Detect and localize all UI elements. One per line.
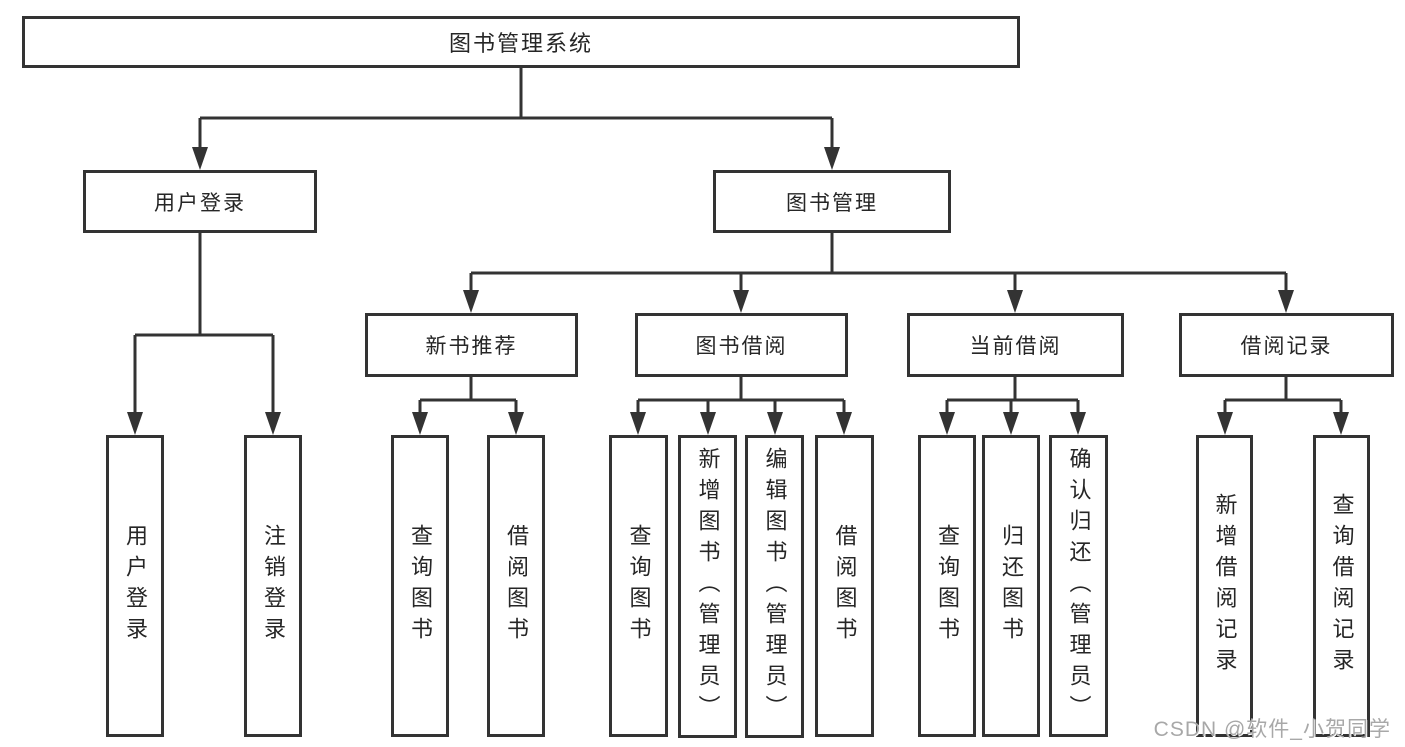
connector-book-management-branch: [469, 233, 1288, 293]
arrowheads: [127, 147, 1349, 435]
node-borrow-records: 借阅记录: [1179, 313, 1394, 377]
leaf-confirm-return-admin: 确认归还（管理员）: [1049, 435, 1108, 737]
leaf-return-book: 归还图书: [982, 435, 1040, 737]
leaf-confirm-return-admin-label: 确认归还（管理员）: [1066, 446, 1092, 726]
leaf-add-borrow-record: 新增借阅记录: [1196, 435, 1253, 737]
connector-new-book-branch: [418, 377, 518, 415]
leaf-add-book-admin-label: 新增图书（管理员）: [695, 447, 721, 726]
node-root: 图书管理系统: [22, 16, 1020, 68]
leaf-user-login-label: 用户登录: [123, 524, 148, 648]
node-book-management: 图书管理: [713, 170, 951, 233]
node-borrow-records-label: 借阅记录: [1240, 335, 1333, 358]
connector-user-login-branch: [133, 233, 275, 415]
leaf-add-borrow-record-label: 新增借阅记录: [1212, 493, 1238, 679]
node-root-label: 图书管理系统: [448, 31, 593, 56]
node-book-management-label: 图书管理: [786, 191, 878, 215]
node-current-borrow: 当前借阅: [907, 313, 1124, 377]
leaf-query-books-recommend: 查询图书: [391, 435, 449, 737]
leaf-query-borrow-record-label: 查询借阅记录: [1329, 493, 1355, 679]
leaf-query-books-borrow-label: 查询图书: [626, 524, 652, 648]
leaf-add-book-admin: 新增图书（管理员）: [678, 435, 737, 738]
node-user-login-label: 用户登录: [154, 191, 246, 215]
leaf-user-login: 用户登录: [106, 435, 164, 737]
leaf-logout-label: 注销登录: [261, 524, 286, 648]
node-book-borrow: 图书借阅: [635, 313, 848, 377]
leaf-borrow-books: 借阅图书: [815, 435, 874, 737]
leaf-query-books-recommend-label: 查询图书: [408, 524, 433, 648]
node-new-book-recommend: 新书推荐: [365, 313, 578, 377]
connector-root-branch: [198, 68, 834, 152]
node-book-borrow-label: 图书借阅: [695, 335, 788, 358]
leaf-query-borrow-record: 查询借阅记录: [1313, 435, 1370, 737]
leaf-edit-book-admin: 编辑图书（管理员）: [745, 435, 804, 738]
node-new-book-recommend-label: 新书推荐: [425, 335, 518, 358]
leaf-return-book-label: 归还图书: [999, 524, 1024, 648]
leaf-query-books-borrow: 查询图书: [609, 435, 668, 737]
leaf-borrow-books-recommend-label: 借阅图书: [504, 524, 529, 648]
leaf-borrow-books-recommend: 借阅图书: [487, 435, 545, 737]
connector-borrow-records-branch: [1223, 377, 1343, 415]
node-current-borrow-label: 当前借阅: [969, 335, 1062, 358]
leaf-query-books-current: 查询图书: [918, 435, 976, 737]
node-user-login: 用户登录: [83, 170, 317, 233]
leaf-borrow-books-label: 借阅图书: [832, 524, 858, 648]
csdn-watermark: CSDN @软件_小贺同学: [1153, 718, 1391, 741]
connector-current-borrow-branch: [945, 377, 1080, 415]
leaf-logout: 注销登录: [244, 435, 302, 737]
connector-book-borrow-branch: [636, 377, 846, 415]
leaf-edit-book-admin-label: 编辑图书（管理员）: [762, 447, 788, 726]
leaf-query-books-current-label: 查询图书: [935, 524, 960, 648]
